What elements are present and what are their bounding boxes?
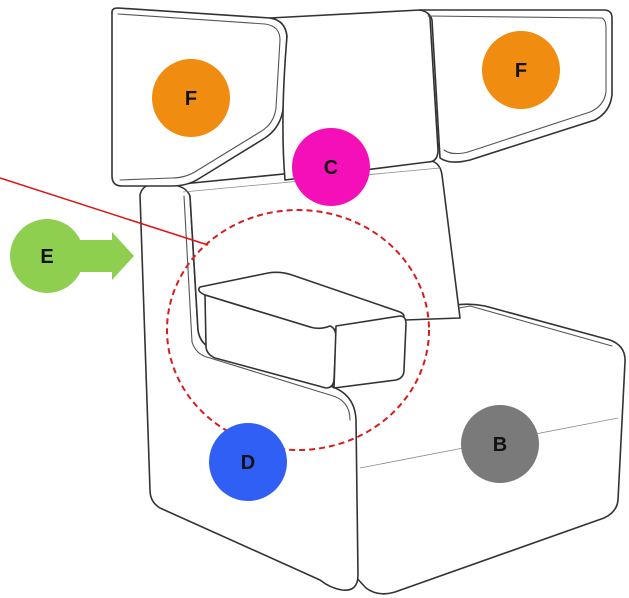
label-b-badge (461, 405, 539, 483)
label-c-badge (292, 128, 370, 206)
label-b-text: B (493, 434, 507, 456)
pointer-line (0, 177, 209, 246)
label-f-right: F (482, 31, 560, 109)
label-f-left: F (152, 59, 230, 137)
label-c-text: C (324, 157, 338, 179)
label-f-left-badge (152, 59, 230, 137)
label-f-left-text: F (185, 88, 197, 110)
label-b: B (461, 405, 539, 483)
label-e-badge (10, 219, 84, 293)
right-wing-inner-edge (427, 15, 607, 155)
left-wing-inner-edge (117, 13, 281, 181)
label-f-right-text: F (515, 60, 527, 82)
highlight-circle (166, 209, 430, 451)
middle-cushion-side (333, 315, 407, 389)
label-d-badge (209, 423, 287, 501)
label-e-text: E (40, 246, 53, 268)
label-d: D (209, 423, 287, 501)
label-f-right-badge (482, 31, 560, 109)
label-e-arrow (80, 232, 134, 280)
label-e: E (10, 219, 134, 293)
left-side-inner-edge (183, 195, 351, 421)
label-c: C (292, 128, 370, 206)
label-d-text: D (241, 452, 255, 474)
